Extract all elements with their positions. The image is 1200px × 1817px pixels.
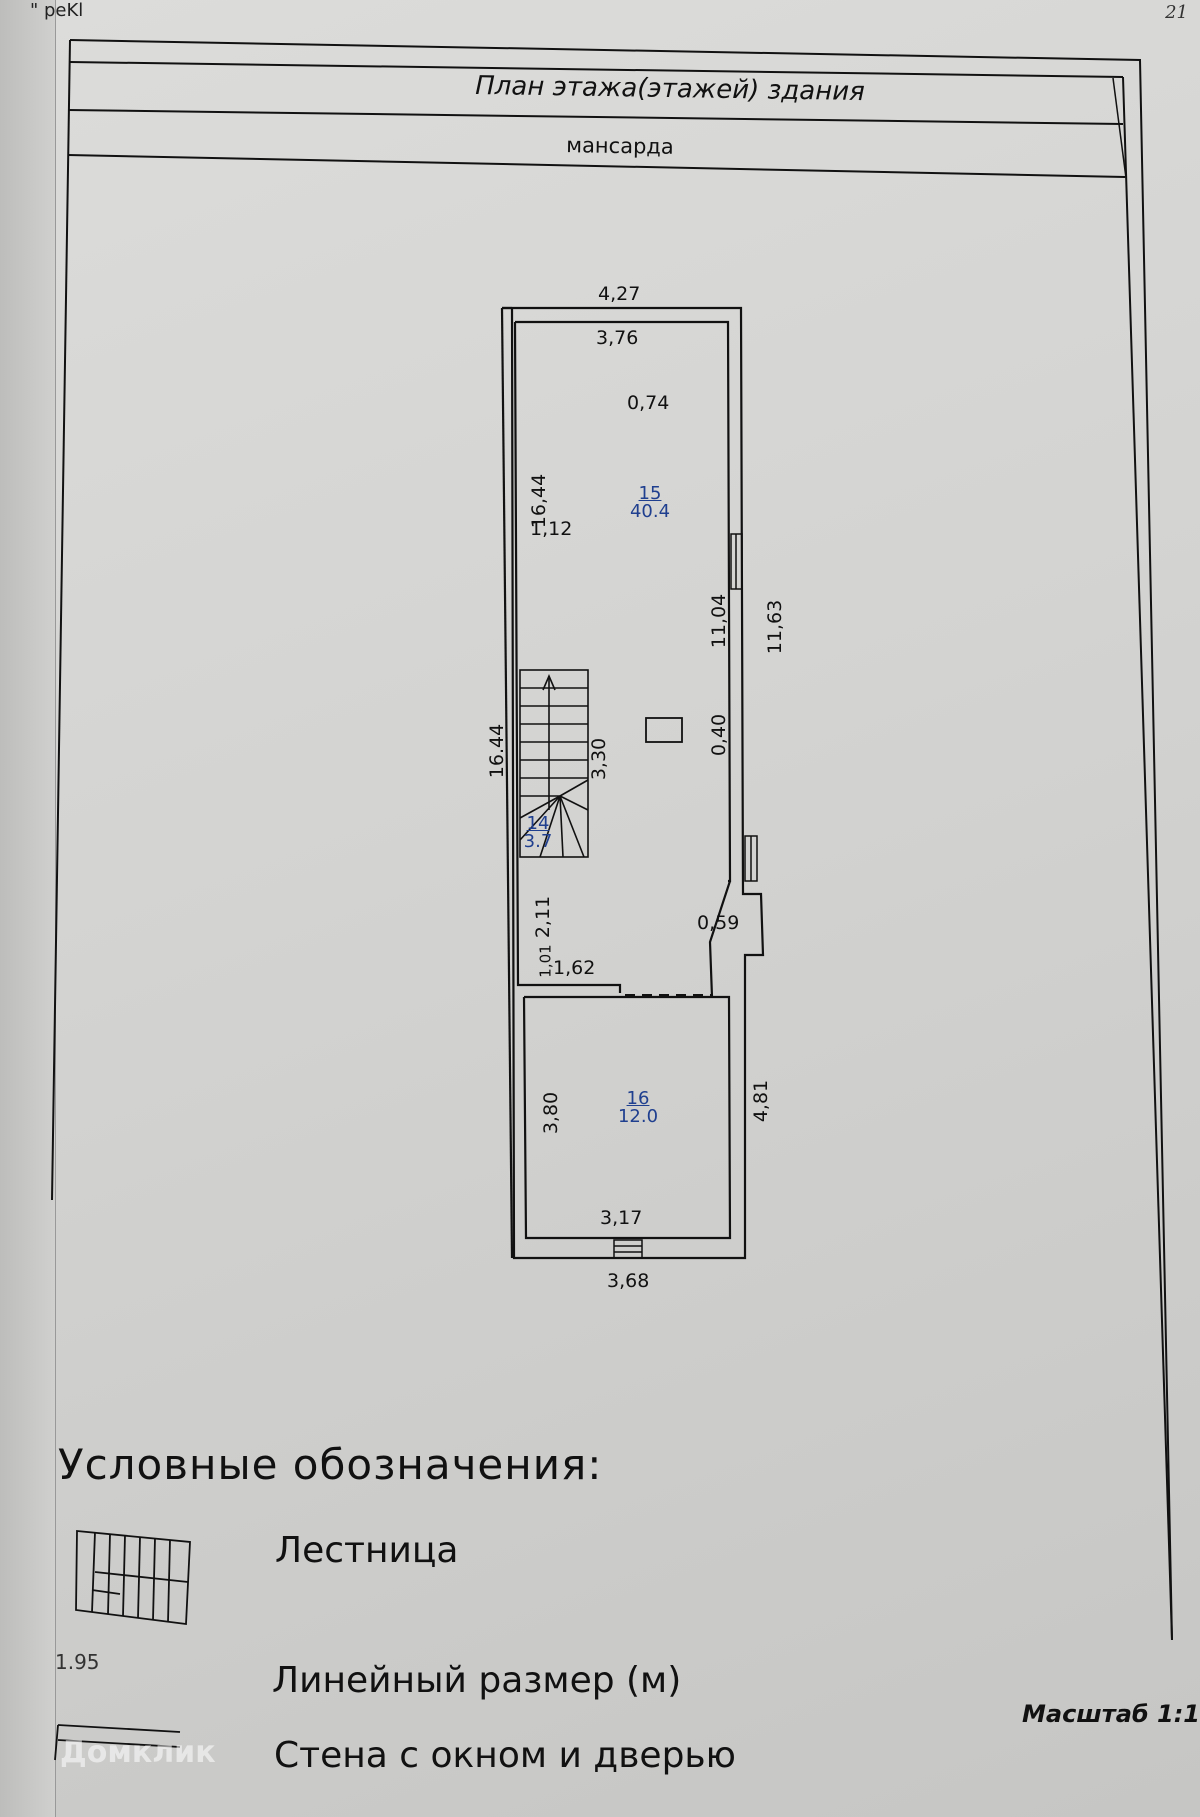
dim-lower-right-outer: 4,81 [750, 1079, 773, 1123]
dim-bottom-inner: 3,17 [600, 1207, 643, 1229]
room-number: 15 [638, 483, 662, 504]
dim-step-right: 0,59 [697, 912, 740, 934]
room-number: 16 [626, 1088, 650, 1109]
dim-right-mid: 0,40 [708, 713, 731, 757]
inner-frame-right [1122, 76, 1173, 1641]
dim-right-inner: 11,04 [708, 593, 731, 649]
title-row-divider [67, 109, 1124, 125]
dim-left-inner-small: 1,12 [530, 518, 573, 540]
dim-top-outer: 4,27 [598, 283, 641, 305]
inner-frame-top [69, 61, 1124, 78]
legend-heading: Условные обозначения: [58, 1440, 603, 1489]
window-icon [744, 835, 758, 882]
legend-stair-symbol [75, 1530, 191, 1626]
dim-left-outer: 16.44 [486, 723, 509, 779]
binding-strip [0, 0, 56, 1817]
room-label: 16 12.0 [598, 1090, 678, 1126]
door-icon [613, 1239, 643, 1259]
subtitle-row-divider [67, 154, 1126, 178]
legend-dimension-value: 1.95 [55, 1650, 100, 1674]
room-area: 3.7 [523, 831, 553, 852]
room-area: 12.0 [617, 1106, 659, 1127]
room-number: 14 [526, 813, 550, 834]
floor-subtitle: мансарда [566, 133, 674, 159]
dim-right-outer: 11,63 [764, 599, 787, 655]
dim-left-lower: 2,11 [532, 895, 555, 939]
dim-top-inner: 3,76 [596, 327, 639, 349]
dim-stair-length: 3,30 [588, 737, 611, 781]
corner-text: " peKl [30, 0, 84, 21]
page-number: 21 [1165, 2, 1188, 23]
dim-small-vertical: 1,01 [536, 944, 555, 978]
legend-wall-label: Стена с окном и дверью [274, 1735, 736, 1776]
legend-stair-label: Лестница [275, 1530, 459, 1571]
room-area: 40.4 [629, 501, 671, 522]
scale-label: Масштаб 1:1 [1021, 1700, 1200, 1728]
building-walls [500, 306, 765, 1260]
dim-lower-left: 3,80 [540, 1091, 563, 1135]
dim-upper-label: 0,74 [627, 392, 670, 414]
dim-bottom-outer: 3,68 [607, 1270, 650, 1292]
outer-frame [69, 39, 1173, 1641]
watermark: Домклик [60, 1735, 216, 1770]
room-label: 15 40.4 [610, 485, 690, 521]
frame-left-edge [51, 39, 71, 1201]
dim-partition: 1,62 [553, 957, 596, 979]
room-label: 14 3.7 [518, 815, 558, 851]
window-icon [730, 533, 743, 590]
chimney-outline [645, 717, 683, 743]
legend-wall-symbol [54, 1724, 181, 1761]
stairs-icon [519, 669, 589, 858]
legend-dimension-label: Линейный размер (м) [272, 1660, 682, 1701]
